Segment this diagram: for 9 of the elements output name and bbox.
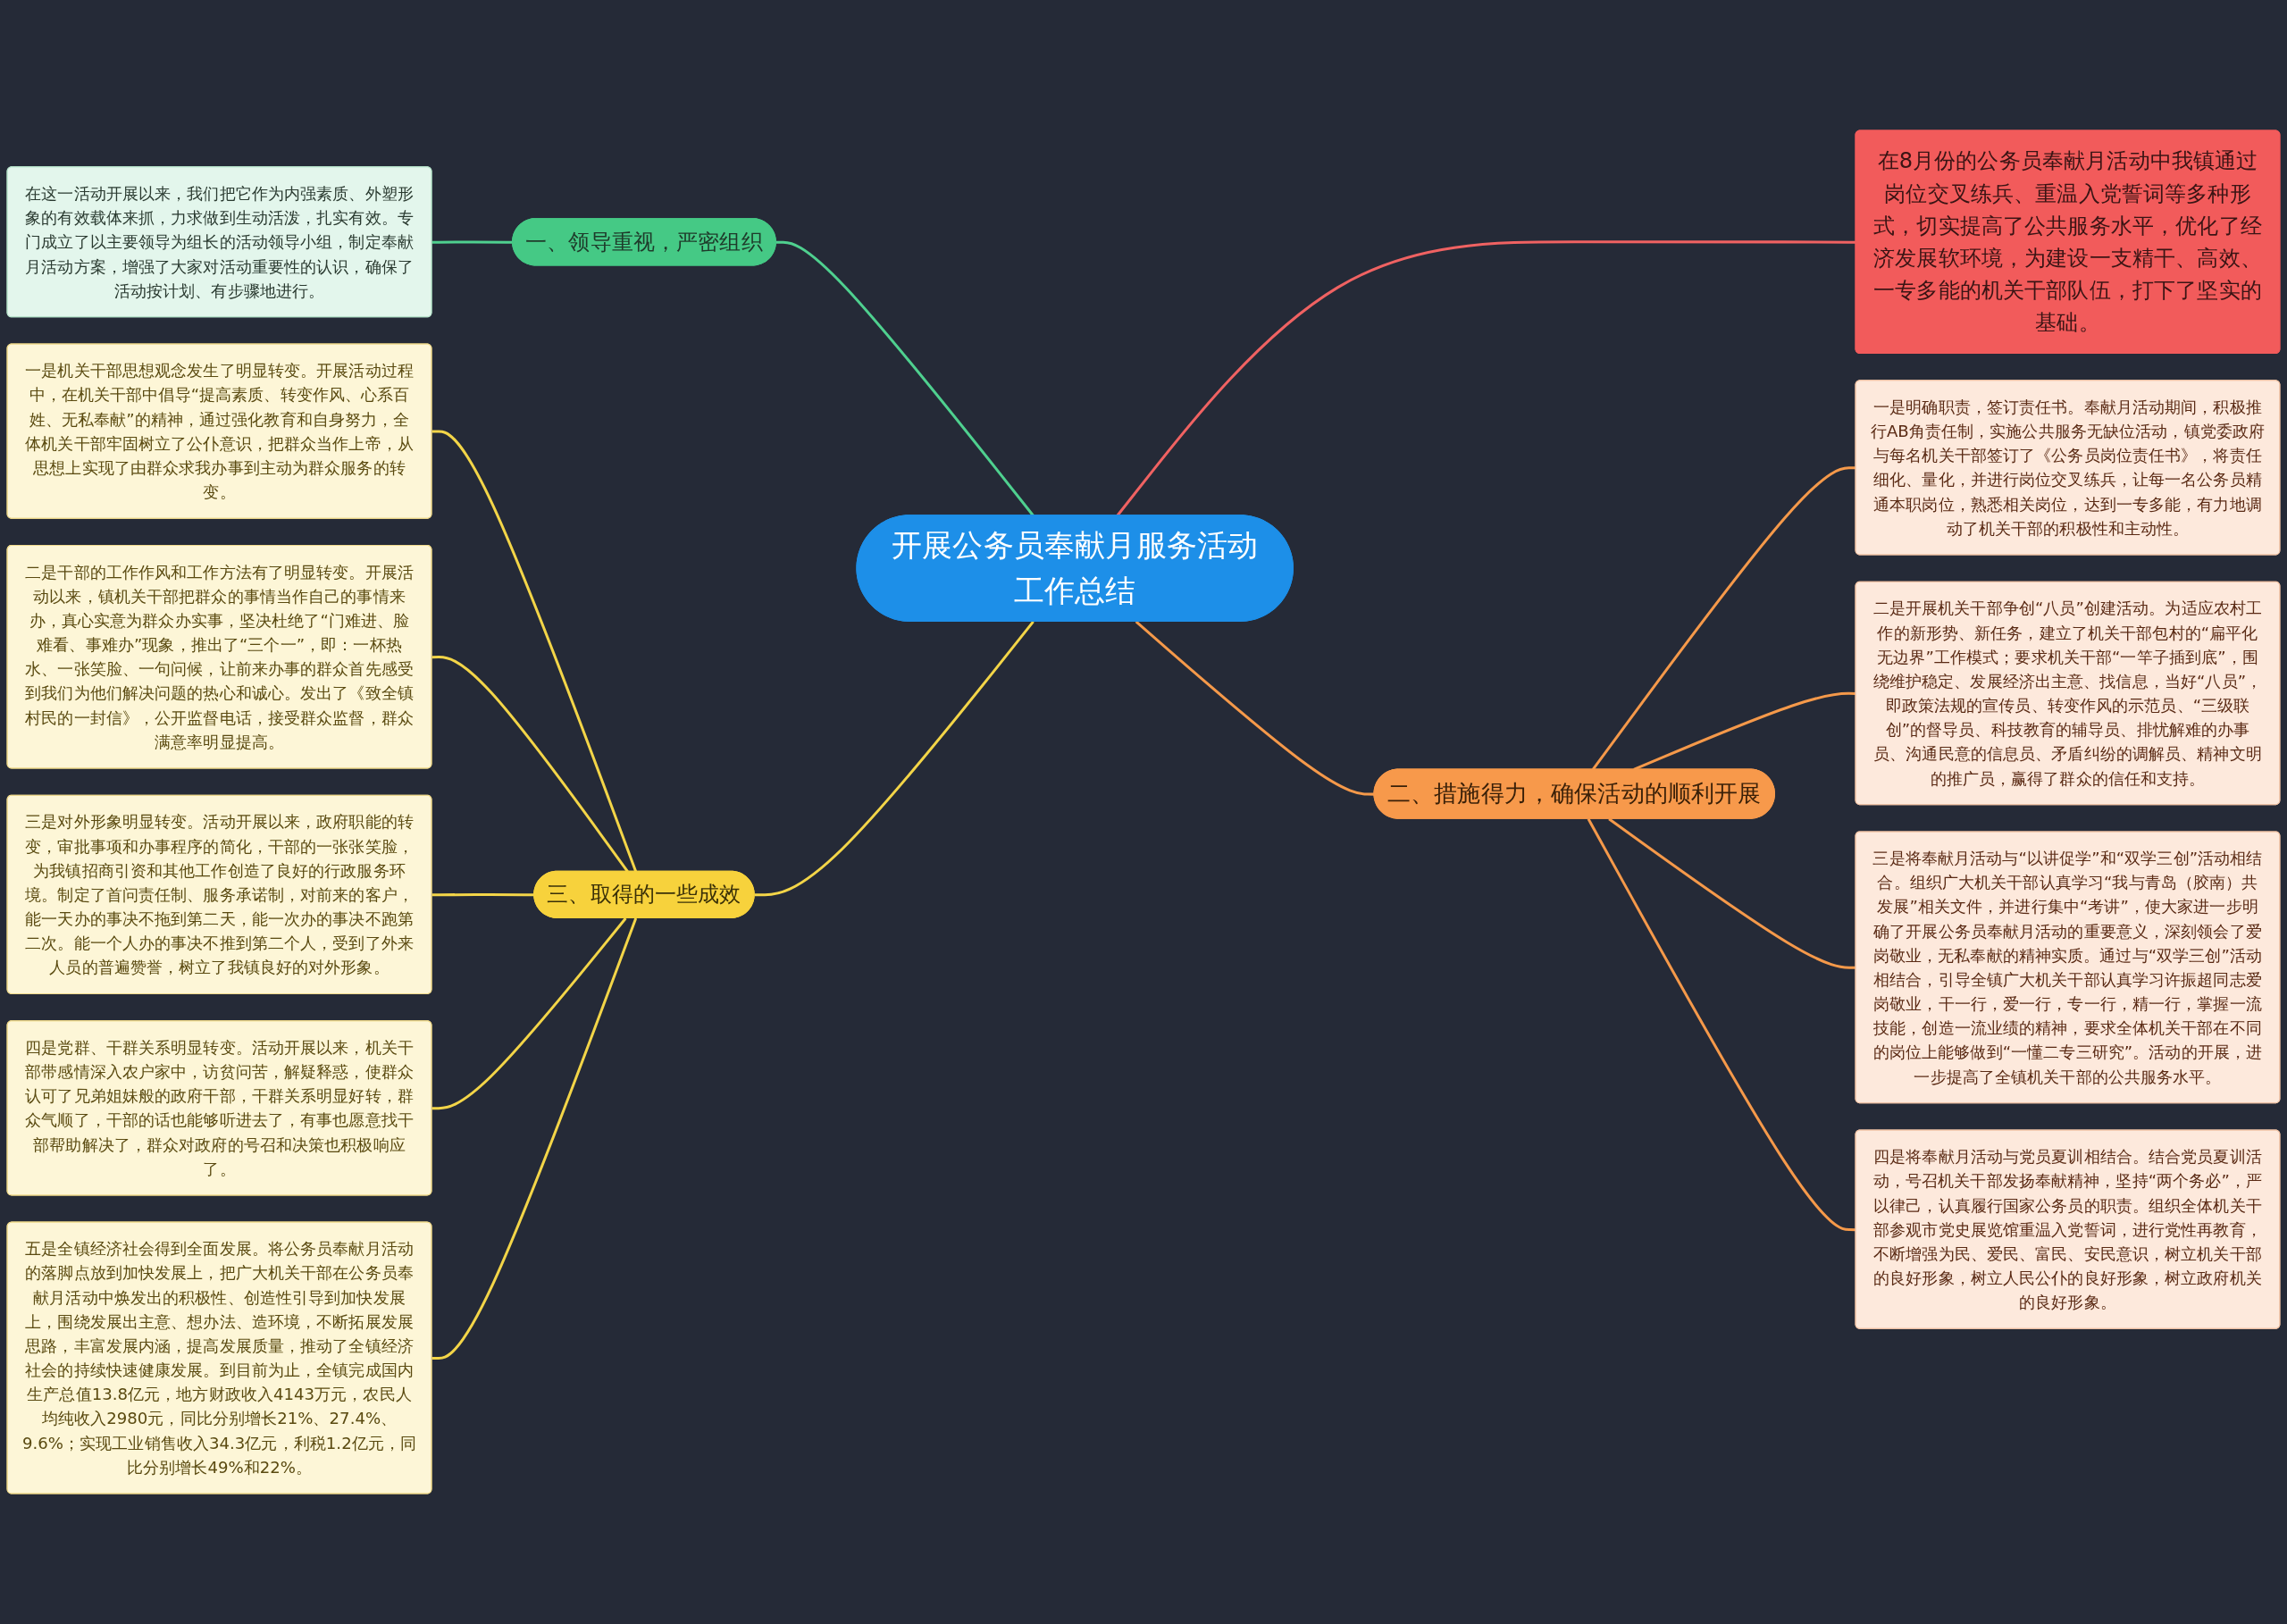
- connector: [431, 430, 638, 873]
- connector: [431, 893, 535, 897]
- connector: [754, 621, 1035, 897]
- connector: [431, 917, 638, 1360]
- connector: [431, 656, 629, 873]
- connector: [1587, 818, 1856, 1232]
- connector: [1135, 620, 1375, 796]
- connector: [1608, 817, 1856, 969]
- connector: [431, 917, 627, 1110]
